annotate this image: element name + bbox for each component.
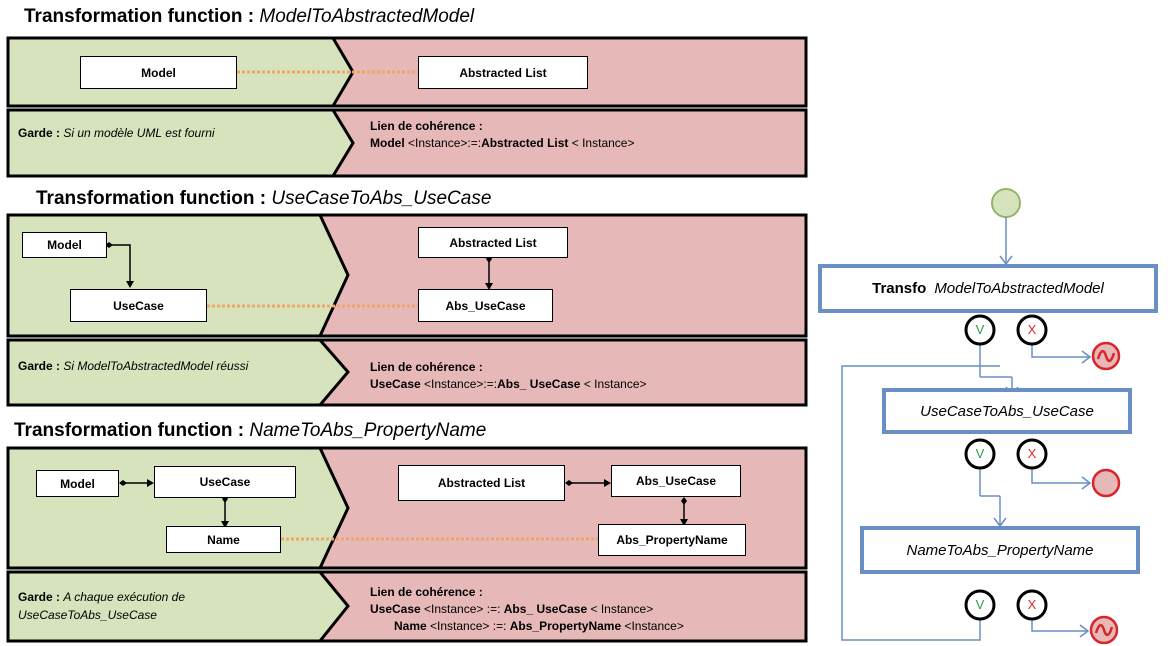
usecase-box: UseCase [154,466,296,498]
garde-text: Garde : Si un modèle UML est fourni [18,124,318,142]
garde-text: Garde : Si ModelToAbstractedModel réussi [18,357,303,375]
title-function-name: NameToAbs_PropertyName [249,420,487,441]
transformation-title-2: Transformation function : UseCaseToAbs_U… [36,188,491,210]
title-label: Transformation function : [14,420,245,441]
start-node [991,188,1021,218]
coherence-label: Lien de cohérence : [370,360,483,374]
transformation-title-3: Transformation function : NameToAbs_Prop… [14,420,486,442]
model-box: Model [80,56,237,89]
flow-diagram [841,188,1121,645]
transformation-panel-3: Model UseCase Name Abstracted List Abs_U… [6,446,808,643]
garde-source-region [6,338,350,407]
failure-label-1: X [1027,322,1037,337]
step1-name: ModelToAbstractedModel [934,280,1104,297]
coherence-label: Lien de cohérence : [370,119,483,133]
transfo-prefix: Transfo [872,280,927,297]
success-label-2: V [975,446,985,461]
step3-name: NameToAbs_PropertyName [906,541,1094,559]
coherence-line-1: UseCase <Instance> :=: Abs_ UseCase < In… [370,602,654,616]
title-label: Transformation function : [36,188,267,209]
coherence-line: Model <Instance>:=:Abstracted List < Ins… [370,136,635,150]
abs-propertyname-box: Abs_PropertyName [598,524,746,556]
abstracted-list-box: Abstracted List [418,227,568,258]
abstracted-list-box: Abstracted List [418,56,588,89]
model-box: Model [36,470,119,497]
coherence-line: UseCase <Instance>:=:Abs_ UseCase < Inst… [370,377,647,391]
name-box: Name [166,526,281,553]
flow-step-model-to-abstracted: Transfo ModelToAbstractedModel [818,264,1158,313]
garde-condition: Si ModelToAbstractedModel réussi [63,359,249,373]
transformation-panel-2: Model UseCase Abstracted List Abs_UseCas… [6,213,808,407]
usecase-box: UseCase [70,289,207,322]
failure-node-1 [1016,314,1048,346]
success-node-3 [964,589,996,621]
failure-label-3: X [1027,597,1037,612]
coherence-label: Lien de cohérence : [370,585,483,599]
garde-label: Garde : [18,126,61,140]
garde-condition: Si un modèle UML est fourni [63,126,215,140]
coherence-link: Lien de cohérence : UseCase <Instance>:=… [370,359,647,393]
step2-name: UseCaseToAbs_UseCase [920,402,1094,420]
model-box: Model [22,232,107,258]
title-function-name: UseCaseToAbs_UseCase [271,188,492,209]
failure-node-2 [1016,438,1048,470]
garde-condition: A chaque exécution de UseCaseToAbs_UseCa… [18,590,186,622]
failure-node-3 [1016,589,1048,621]
title-function-name: ModelToAbstractedModel [259,6,475,27]
success-label-1: V [975,322,985,337]
panel-shapes [6,36,808,178]
transformation-panel-1: Model Abstracted List Garde : Si un modè… [6,36,808,178]
abs-usecase-box: Abs_UseCase [611,465,741,497]
garde-source-region [6,570,350,643]
flow-step-usecase-to-abs: UseCaseToAbs_UseCase [882,388,1132,434]
success-node-2 [964,438,996,470]
garde-label: Garde : [18,590,61,604]
abs-usecase-box: Abs_UseCase [418,289,553,322]
coherence-link: Lien de cohérence : Model <Instance>:=:A… [370,118,634,152]
abstracted-list-box: Abstracted List [398,465,565,501]
success-node-1 [964,314,996,346]
flow-step-name-to-abs: NameToAbs_PropertyName [860,526,1140,574]
coherence-link: Lien de cohérence : UseCase <Instance> :… [370,584,684,635]
title-label: Transformation function : [24,6,255,27]
coherence-line-2: Name <Instance> :=: Abs_PropertyName <In… [394,619,684,633]
garde-label: Garde : [18,359,61,373]
garde-text: Garde : A chaque exécution de UseCaseToA… [18,588,288,624]
failure-label-2: X [1027,446,1037,461]
model-usecase-link [107,244,131,283]
garde-source-region [6,108,355,178]
success-label-3: V [975,597,985,612]
error-end-node-2 [1091,468,1121,498]
transformation-title-1: Transformation function : ModelToAbstrac… [24,6,474,28]
